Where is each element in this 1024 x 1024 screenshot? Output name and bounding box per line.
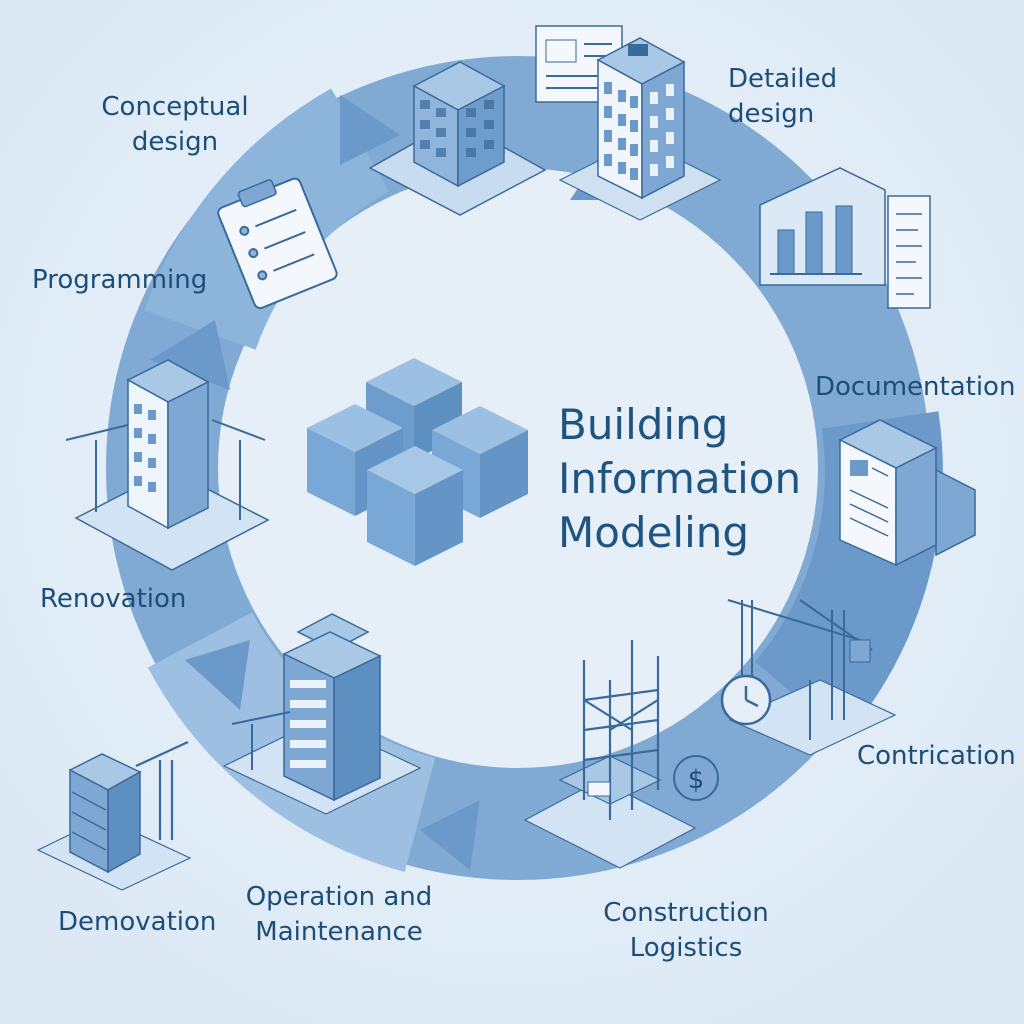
building-icon [222, 613, 422, 815]
stage-label-demovation: Demovation [58, 907, 217, 937]
stage-label-programming: Programming [32, 265, 208, 295]
arrow-head-icon [150, 320, 230, 390]
stage-label-construction-logistics: Construction Logistics [603, 898, 769, 963]
building-icon [368, 61, 547, 216]
document-building-icon [838, 419, 976, 567]
title-line-3: Modeling [558, 508, 750, 557]
cubes-icon [307, 358, 528, 566]
title-line-1: Building [558, 400, 729, 449]
stage-label-detailed-design: Detailed design [728, 64, 838, 129]
diagram-title: Building Information Modeling [558, 398, 801, 560]
scaffold-icon [523, 640, 697, 869]
arrow-head-icon [340, 95, 400, 165]
stage-label-conceptual-design: Conceptual design [101, 92, 249, 157]
stage-label-contrication: Contrication [857, 741, 1016, 771]
clipboard-icon [217, 177, 338, 310]
building-icon [558, 37, 722, 221]
title-line-2: Information [558, 454, 802, 503]
crane-building-icon [65, 359, 270, 571]
demolition-building-icon [36, 741, 192, 891]
svg-text:$: $ [688, 765, 705, 795]
stage-label-documentation: Documentation [815, 372, 1016, 402]
arrow-head-icon [420, 800, 480, 870]
clock-icon [720, 674, 772, 726]
arrow-head-icon [185, 640, 250, 710]
chart-icon [759, 167, 931, 309]
stage-label-renovation: Renovation [40, 584, 187, 614]
crane-icon [727, 599, 897, 756]
dollar-icon: $ [673, 755, 719, 801]
stage-label-operation-maintenance: Operation and Maintenance [245, 882, 433, 947]
